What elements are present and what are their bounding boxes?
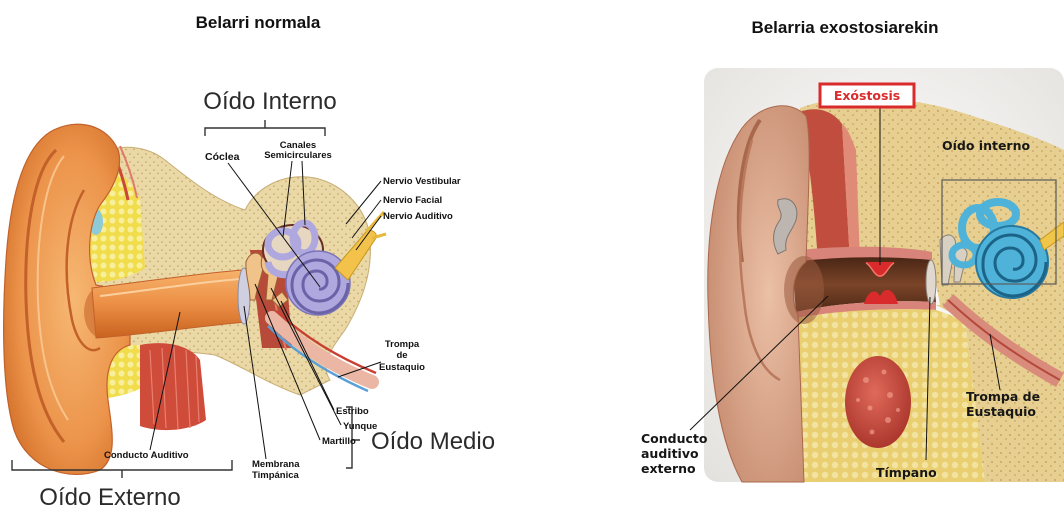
cochlea-right <box>976 226 1048 298</box>
exostosis-label: Exóstosis <box>834 88 900 103</box>
eustachian-tube-label-right-line2: Eustaquio <box>966 404 1036 419</box>
concha-shadow-right <box>784 256 824 324</box>
inner-ear-label-right: Oído interno <box>942 138 1030 153</box>
outer-ear-label: Oído Externo <box>39 484 180 511</box>
stapes-label: Estribo <box>336 406 369 417</box>
exostosis-ear-diagram: Belarria exostosiarekin <box>641 18 1064 482</box>
eustachian-tube-label-line3: Eustaquio <box>379 362 425 373</box>
ear-canal-label: Conducto Auditivo <box>104 450 189 461</box>
external-canal-label-line1: Conducto <box>641 431 708 446</box>
eustachian-tube-label-line2: de <box>396 350 407 361</box>
semicircular-canals-label-line2: Semicirculares <box>264 150 332 161</box>
external-canal-label-line3: externo <box>641 461 696 476</box>
inner-ear-bracket <box>205 120 325 136</box>
vestibular-nerve-label: Nervio Vestibular <box>383 176 461 187</box>
facial-nerve-label: Nervio Facial <box>383 195 442 206</box>
eustachian-tube-label-right-line1: Trompa de <box>966 389 1040 404</box>
malleus-label: Martillo <box>322 436 356 447</box>
exostosis-ear-title: Belarria exostosiarekin <box>751 18 938 37</box>
tympanic-membrane-label-line1: Membrana <box>252 459 300 470</box>
tympanum-right <box>926 260 936 304</box>
tympanum-label: Tímpano <box>876 465 937 480</box>
cochlea-label: Cóclea <box>205 151 240 163</box>
auditory-nerve-label: Nervio Auditivo <box>383 211 453 222</box>
normal-ear-diagram: Belarri normala <box>4 13 495 511</box>
normal-ear-title: Belarri normala <box>196 13 321 32</box>
middle-ear-label: Oído Medio <box>371 428 495 455</box>
inner-ear-label: Oído Interno <box>203 88 336 115</box>
tympanic-membrane-label-line2: Timpánica <box>252 470 300 481</box>
eustachian-tube-label-line1: Trompa <box>385 339 420 350</box>
external-canal-label-line2: auditivo <box>641 446 699 461</box>
cochlea <box>286 251 350 315</box>
lower-muscle-right <box>845 356 911 448</box>
